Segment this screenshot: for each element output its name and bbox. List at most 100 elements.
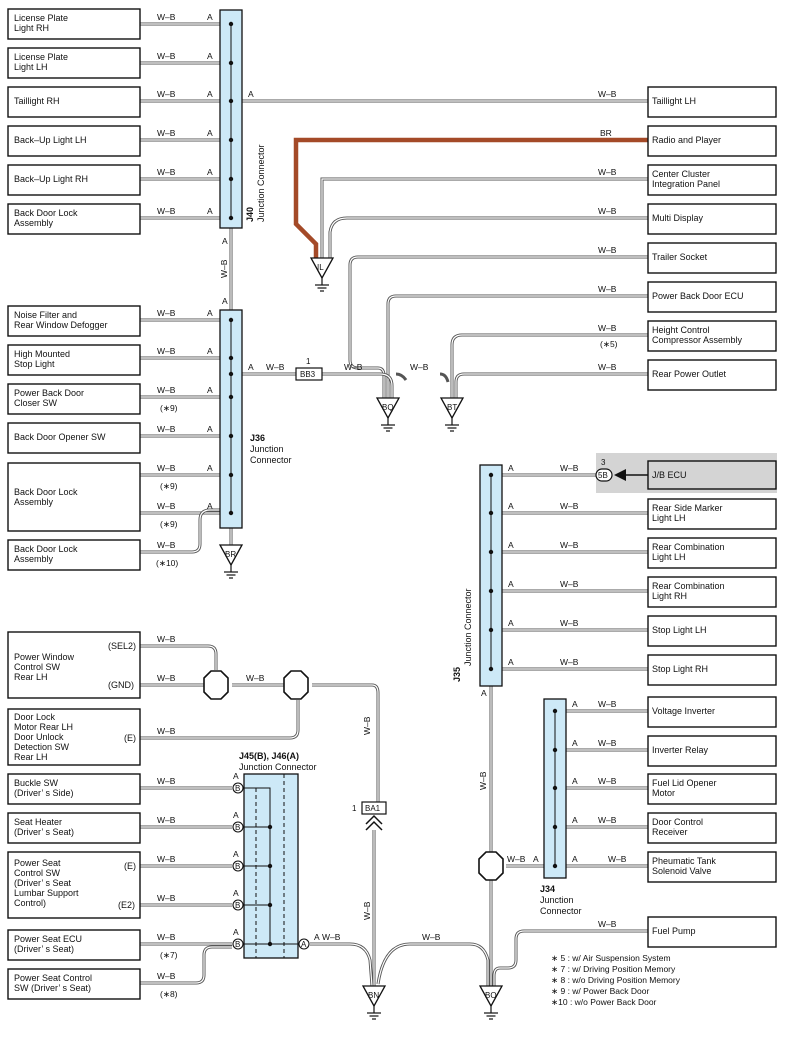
- svg-text:Back Door Lock: Back Door Lock: [14, 208, 78, 218]
- svg-text:Stop Light: Stop Light: [14, 359, 55, 369]
- svg-text:Rear Power Outlet: Rear Power Outlet: [652, 369, 727, 379]
- svg-text:A: A: [207, 501, 213, 511]
- component-power-window-control-sw: Power Window Control SW Rear LH (SEL2) (…: [7, 631, 141, 699]
- junction-j40: J40 Junction Connector: [219, 9, 266, 229]
- component-fuel-pump: Fuel Pump: [647, 916, 777, 948]
- component-back-door-lock-2: Back Door Lock Assembly: [7, 462, 141, 532]
- svg-text:W–B: W–B: [560, 501, 579, 511]
- svg-text:B: B: [235, 784, 240, 793]
- svg-text:W–B: W–B: [598, 245, 617, 255]
- svg-text:W–B: W–B: [266, 362, 285, 372]
- component-rear-power-outlet: Rear Power Outlet: [647, 359, 777, 391]
- svg-text:BN: BN: [368, 991, 379, 1000]
- svg-text:W–B: W–B: [560, 463, 579, 473]
- svg-text:Connector: Connector: [250, 455, 292, 465]
- component-jb-ecu: J/B ECU: [647, 460, 777, 490]
- svg-text:A: A: [207, 167, 213, 177]
- svg-text:Solenoid Valve: Solenoid Valve: [652, 866, 711, 876]
- component-door-lock-motor: Door Lock Motor Rear LH Door Unlock Dete…: [7, 708, 141, 766]
- svg-text:W–B: W–B: [157, 815, 176, 825]
- svg-text:License Plate: License Plate: [14, 13, 68, 23]
- ground-il: IL: [310, 257, 334, 292]
- svg-text:Pheumatic Tank: Pheumatic Tank: [652, 856, 716, 866]
- svg-text:A: A: [233, 888, 239, 898]
- component-license-plate-light-lh: License Plate Light LH: [7, 47, 141, 79]
- svg-text:Assembly: Assembly: [14, 554, 54, 564]
- svg-text:Assembly: Assembly: [14, 497, 54, 507]
- svg-text:Connector: Connector: [540, 906, 582, 916]
- svg-text:(∗7): (∗7): [160, 950, 178, 960]
- svg-text:W–B: W–B: [410, 362, 429, 372]
- component-license-plate-light-rh: License Plate Light RH: [7, 8, 141, 40]
- wire-labels: W–B A W–B A W–B A W–B A W–B A W–B A A W–B BR W…: [156, 12, 627, 999]
- ground-bo: BO: [479, 985, 503, 1020]
- svg-text:(Driver’ s Seat): (Driver’ s Seat): [14, 827, 74, 837]
- svg-text:A: A: [572, 699, 578, 709]
- svg-text:Light RH: Light RH: [652, 591, 687, 601]
- component-multi-display: Multi Display: [647, 203, 777, 235]
- component-seat-heater: Seat Heater (Driver’ s Seat): [7, 812, 141, 844]
- svg-text:Door Lock: Door Lock: [14, 712, 56, 722]
- svg-text:Rear LH: Rear LH: [14, 672, 48, 682]
- svg-text:W–B: W–B: [157, 424, 176, 434]
- svg-text:J40: J40: [245, 207, 255, 222]
- svg-text:W–B: W–B: [362, 716, 372, 735]
- component-inverter-relay: Inverter Relay: [647, 735, 777, 767]
- svg-text:A: A: [207, 12, 213, 22]
- svg-text:∗ 7 : w/ Driving Position Memo: ∗ 7 : w/ Driving Position Memory: [551, 964, 676, 974]
- svg-text:Taillight RH: Taillight RH: [14, 96, 60, 106]
- component-power-seat-control-sw-2: Power Seat Control SW (Driver’ s Seat): [7, 968, 141, 1000]
- svg-text:Seat Heater: Seat Heater: [14, 817, 62, 827]
- svg-text:W–B: W–B: [157, 726, 176, 736]
- ground-br: BR: [219, 544, 243, 579]
- splice-bb3: BB3 1: [295, 357, 323, 381]
- component-power-seat-ecu: Power Seat ECU (Driver’ s Seat): [7, 929, 141, 961]
- svg-text:A: A: [572, 776, 578, 786]
- svg-text:W–B: W–B: [598, 776, 617, 786]
- svg-text:BQ: BQ: [382, 403, 394, 412]
- svg-text:Motor: Motor: [652, 788, 675, 798]
- component-center-cluster: Center Cluster Integration Panel: [647, 164, 777, 196]
- svg-text:W–B: W–B: [157, 128, 176, 138]
- svg-text:W–B: W–B: [598, 89, 617, 99]
- svg-text:Rear Combination: Rear Combination: [652, 581, 725, 591]
- svg-text:W–B: W–B: [560, 657, 579, 667]
- svg-text:Radio and Player: Radio and Player: [652, 135, 721, 145]
- svg-text:Rear Combination: Rear Combination: [652, 542, 725, 552]
- svg-text:Light RH: Light RH: [14, 23, 49, 33]
- svg-text:A: A: [207, 308, 213, 318]
- footnote-legend: ∗ 5 : w/ Air Suspension System ∗ 7 : w/ …: [551, 953, 681, 1007]
- svg-text:Back–Up Light RH: Back–Up Light RH: [14, 174, 88, 184]
- svg-text:J35: J35: [452, 667, 462, 682]
- component-stop-light-lh: Stop Light LH: [647, 615, 777, 647]
- svg-text:Inverter Relay: Inverter Relay: [652, 745, 709, 755]
- component-door-control-receiver: Door Control Receiver: [647, 812, 777, 844]
- svg-text:W–B: W–B: [157, 308, 176, 318]
- svg-text:BT: BT: [447, 403, 457, 412]
- svg-text:(∗10): (∗10): [156, 558, 178, 568]
- svg-text:(∗9): (∗9): [160, 481, 178, 491]
- svg-text:(Driver’ s Seat): (Driver’ s Seat): [14, 944, 74, 954]
- component-backup-light-lh: Back–Up Light LH: [7, 125, 141, 157]
- svg-text:A: A: [233, 771, 239, 781]
- svg-text:W–B: W–B: [157, 385, 176, 395]
- svg-text:W–B: W–B: [157, 893, 176, 903]
- splice-ba1: BA1 1: [352, 801, 387, 831]
- svg-text:J45(B), J46(A): J45(B), J46(A): [239, 751, 299, 761]
- svg-text:Power Seat ECU: Power Seat ECU: [14, 934, 82, 944]
- ground-bn: BN: [362, 985, 386, 1020]
- svg-text:W–B: W–B: [560, 540, 579, 550]
- svg-text:∗ 8 : w/o Driving Position Mem: ∗ 8 : w/o Driving Position Memory: [551, 975, 681, 985]
- svg-text:W–B: W–B: [344, 362, 363, 372]
- svg-text:High Mounted: High Mounted: [14, 349, 70, 359]
- svg-text:Control SW: Control SW: [14, 868, 61, 878]
- svg-text:Rear LH: Rear LH: [14, 752, 48, 762]
- svg-text:Fuel Pump: Fuel Pump: [652, 926, 696, 936]
- svg-text:(E): (E): [124, 861, 136, 871]
- svg-text:Junction Connector: Junction Connector: [239, 762, 317, 772]
- svg-text:(E): (E): [124, 733, 136, 743]
- svg-text:Light LH: Light LH: [14, 62, 48, 72]
- svg-text:1: 1: [306, 357, 311, 366]
- svg-text:B: B: [235, 901, 240, 910]
